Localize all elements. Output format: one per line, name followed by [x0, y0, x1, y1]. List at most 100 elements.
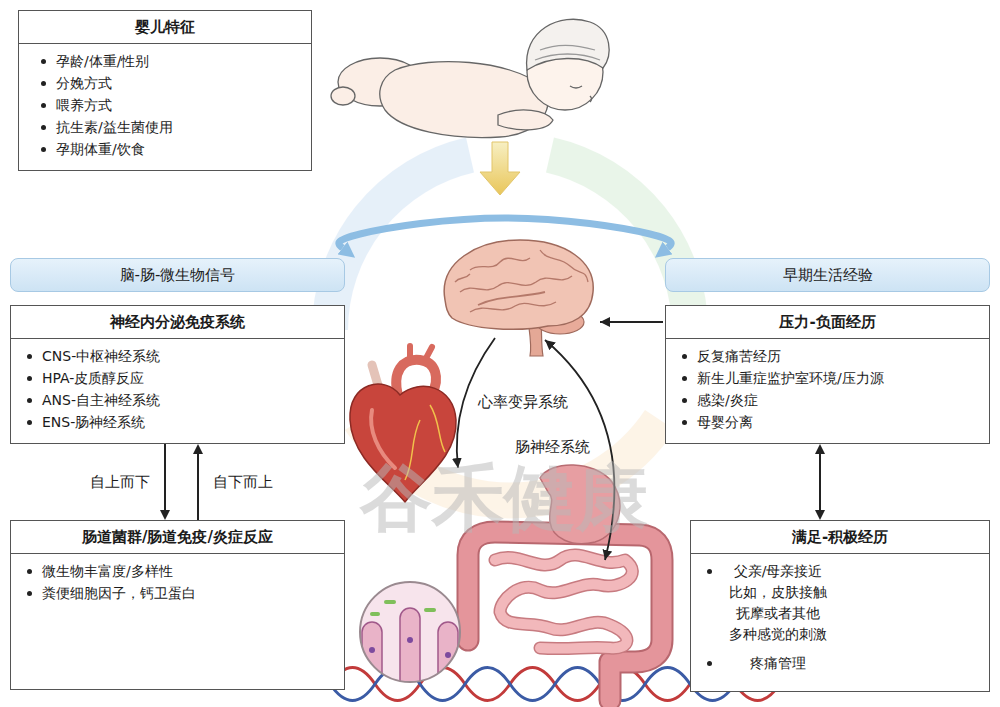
bullet-dot: [707, 661, 712, 666]
bullet-text: 孕期体重/饮食: [56, 139, 145, 160]
bullet-text: 粪便细胞因子，钙卫蛋白: [42, 583, 196, 604]
baby-illustration-part: [570, 86, 582, 88]
bullet-row: 喂养方式: [41, 95, 301, 116]
watermark: 谷禾健康: [360, 462, 648, 534]
magnifier-villi-part: [362, 600, 458, 700]
bullet-text: 微生物丰富度/多样性: [42, 561, 173, 582]
magnifier-villi-part-part: [400, 608, 420, 700]
bullet-text: 抗生素/益生菌使用: [56, 117, 173, 138]
yellow-arrow: [480, 142, 520, 195]
bullet-dot: [27, 591, 32, 596]
brain-illustration-part: [444, 240, 593, 329]
heart-illustration-part: [430, 405, 445, 452]
bullet-text: ENS-肠神经系统: [42, 412, 145, 433]
box-heading: 压力-负面经历: [666, 306, 989, 339]
baby-illustration-part: [498, 110, 553, 130]
magnifier-villi-part-part: [407, 637, 413, 643]
magnifier-villi-part-part: [370, 612, 380, 616]
magnifier-villi-part: [360, 582, 460, 682]
bullet-row: 父亲/母亲接近 比如，皮肤接触 抚摩或者其他 多种感觉的刺激: [707, 561, 979, 645]
bullet-text: 分娩方式: [56, 73, 112, 94]
band-label: 早期生活经验: [783, 265, 873, 285]
bullet-text: 孕龄/体重/性别: [56, 51, 149, 72]
bullet-row: CNS-中枢神经系统: [27, 346, 334, 367]
magnifier-villi-part-part: [369, 647, 375, 653]
bullet-text: 反复痛苦经历: [697, 346, 781, 367]
brain-illustration: [444, 240, 593, 356]
bullet-text: 父亲/母亲接近 比如，皮肤接触 抚摩或者其他 多种感觉的刺激: [722, 561, 834, 645]
baby-illustration-part: [590, 96, 592, 102]
bullet-row: 母婴分离: [682, 412, 979, 433]
pathway-arrows-part: [600, 321, 663, 323]
bullet-dot: [41, 147, 46, 152]
yellow-arrow-part: [480, 142, 520, 195]
curved-double-arrow: [339, 218, 671, 248]
brain-illustration-part-part: [460, 276, 572, 292]
flow-arrow: [164, 444, 166, 510]
box-heading: 肠道菌群/肠道免疫/炎症反应: [11, 521, 344, 554]
bullet-row: 新生儿重症监护室环境/压力源: [682, 368, 979, 389]
bullet-dot: [41, 59, 46, 64]
magnifier-villi-part-part: [362, 622, 382, 700]
brain-illustration-part-part: [540, 250, 588, 282]
bullet-dot: [27, 354, 32, 359]
bullet-list: 孕龄/体重/性别分娩方式喂养方式抗生素/益生菌使用孕期体重/饮食: [19, 44, 311, 169]
bullet-row: 感染/炎症: [682, 390, 979, 411]
bullet-row: 分娩方式: [41, 73, 301, 94]
bullet-row: 孕龄/体重/性别: [41, 51, 301, 72]
baby-illustration-part: [331, 87, 355, 105]
bullet-dot: [41, 81, 46, 86]
bullet-row: 疼痛管理: [707, 653, 979, 674]
bullet-dot: [707, 569, 712, 574]
magnifier-villi-part-part: [384, 600, 396, 604]
brain-illustration-part: [455, 250, 588, 312]
pathway-label: 肠神经系统: [515, 438, 590, 456]
heart-illustration-part: [371, 410, 395, 468]
bullet-dot: [27, 398, 32, 403]
bullet-text: 感染/炎症: [697, 390, 758, 411]
bullet-row: 抗生素/益生菌使用: [41, 117, 301, 138]
bullet-row: ENS-肠神经系统: [27, 412, 334, 433]
magnifier-villi-part-part: [438, 622, 458, 700]
baby-illustration-part: [527, 19, 610, 70]
info-box: 神经内分泌免疫系统CNS-中枢神经系统HPA-皮质醇反应ANS-自主神经系统EN…: [10, 305, 345, 444]
bullet-text: 母婴分离: [697, 412, 753, 433]
box-heading: 满足-积极经历: [691, 521, 989, 554]
bullet-text: 疼痛管理: [722, 653, 834, 674]
bullet-list: 微生物丰富度/多样性粪便细胞因子，钙卫蛋白: [11, 554, 344, 613]
box-heading: 神经内分泌免疫系统: [11, 306, 344, 339]
band-label: 脑-肠-微生物信号: [120, 265, 236, 285]
box-heading: 婴儿特征: [19, 11, 311, 44]
bullet-row: 反复痛苦经历: [682, 346, 979, 367]
flow-arrow: [819, 454, 821, 510]
intestine-illustration-part: [495, 555, 632, 649]
intestine-illustration-part: [468, 532, 662, 700]
info-box: 压力-负面经历反复痛苦经历新生儿重症监护室环境/压力源感染/炎症母婴分离: [665, 305, 990, 444]
baby-illustration-part: [535, 54, 600, 60]
brain-illustration-part-part: [455, 274, 470, 282]
brain-illustration-part-part: [478, 292, 545, 305]
bullet-row: 微生物丰富度/多样性: [27, 561, 334, 582]
bullet-text: HPA-皮质醇反应: [42, 368, 144, 389]
baby-illustration-part: [540, 46, 595, 51]
bullet-dot: [682, 354, 687, 359]
magnifier-villi-part-part: [424, 608, 436, 612]
pathway-label: 心率变异系统: [478, 393, 568, 411]
magnifier-villi-part-part: [445, 652, 451, 658]
edge-label: 自下而上: [210, 472, 276, 492]
info-box: 肠道菌群/肠道免疫/炎症反应微生物丰富度/多样性粪便细胞因子，钙卫蛋白: [10, 520, 345, 690]
bullet-dot: [682, 420, 687, 425]
section-band: 脑-肠-微生物信号: [10, 258, 345, 292]
bullet-dot: [41, 103, 46, 108]
section-band: 早期生活经验: [665, 258, 990, 292]
bullet-row: HPA-皮质醇反应: [27, 368, 334, 389]
bullet-row: ANS-自主神经系统: [27, 390, 334, 411]
bullet-list: CNS-中枢神经系统HPA-皮质醇反应ANS-自主神经系统ENS-肠神经系统: [11, 339, 344, 442]
bullet-dot: [41, 125, 46, 130]
bullet-list: 父亲/母亲接近 比如，皮肤接触 抚摩或者其他 多种感觉的刺激疼痛管理: [691, 554, 989, 690]
magnifier-villi: [360, 582, 460, 700]
bullet-text: 喂养方式: [56, 95, 112, 116]
bullet-text: 新生儿重症监护室环境/压力源: [697, 368, 884, 389]
info-box: 满足-积极经历父亲/母亲接近 比如，皮肤接触 抚摩或者其他 多种感觉的刺激疼痛管…: [690, 520, 990, 692]
